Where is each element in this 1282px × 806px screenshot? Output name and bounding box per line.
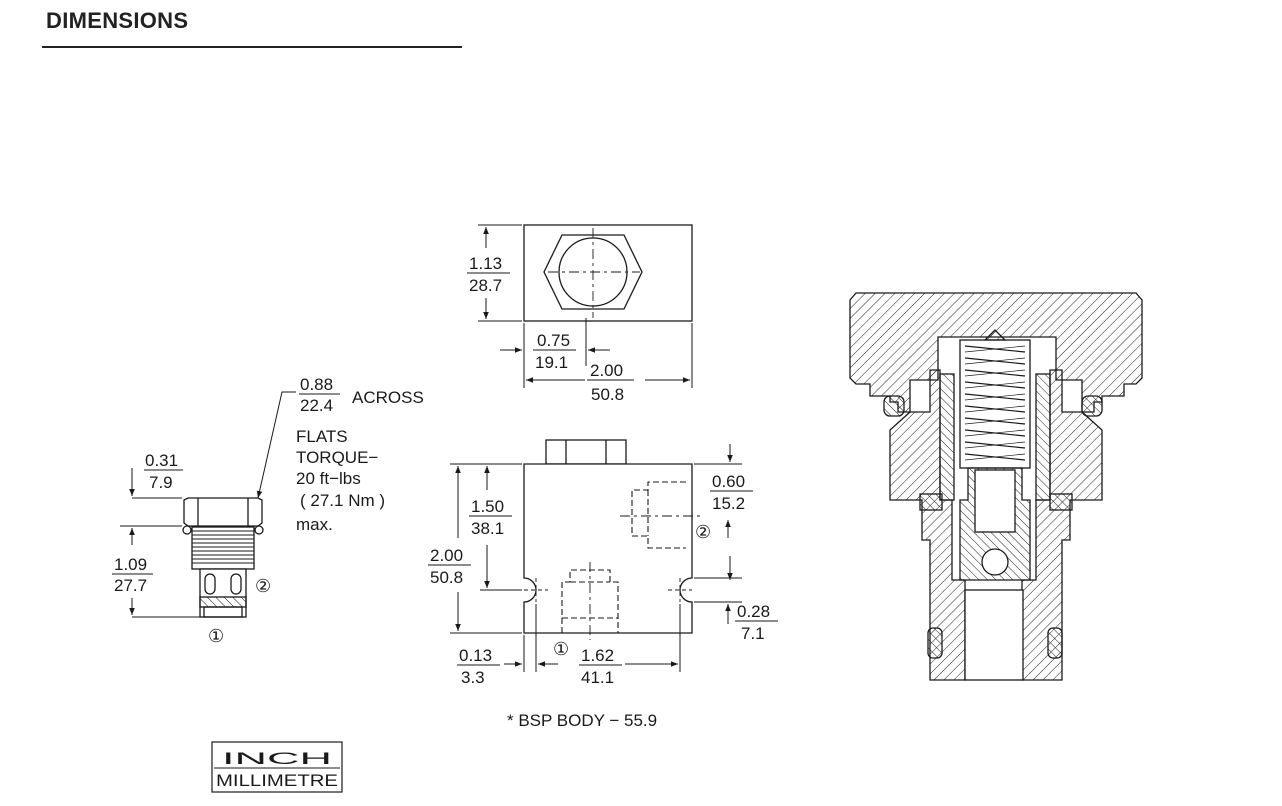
svg-text:0.88: 0.88 (300, 375, 333, 394)
svg-text:1.62: 1.62 (581, 646, 614, 665)
dim-height-1.13: 1.13 28.7 (467, 254, 510, 295)
svg-text:FLATS: FLATS (296, 427, 348, 446)
cartridge-hex (182, 497, 264, 535)
page-title: DIMENSIONS (46, 8, 189, 33)
svg-text:1.13: 1.13 (469, 254, 502, 273)
top-view (478, 224, 693, 388)
section-spring-chamber (959, 339, 1031, 469)
svg-text:1.50: 1.50 (471, 497, 504, 516)
dim-top-0.31: 0.31 7.9 (144, 451, 183, 492)
svg-text:41.1: 41.1 (581, 668, 614, 687)
side-view (120, 391, 296, 618)
svg-text:2.00: 2.00 (430, 546, 463, 565)
dim-width-2.00-top: 2.00 50.8 (587, 361, 634, 404)
legend-inch: INCH (222, 749, 332, 768)
svg-text:TORQUE−: TORQUE− (296, 448, 378, 467)
svg-text:22.4: 22.4 (300, 396, 333, 415)
cartridge-thread (191, 526, 255, 570)
dim-port-height-1.50: 1.50 38.1 (469, 497, 512, 538)
section-sleeve-left (939, 373, 955, 501)
svg-text:50.8: 50.8 (591, 385, 624, 404)
title-underline (42, 46, 462, 48)
svg-text:50.8: 50.8 (430, 568, 463, 587)
svg-text:15.2: 15.2 (712, 494, 745, 513)
svg-text:( 27.1 Nm ): ( 27.1 Nm ) (300, 491, 385, 510)
front-view (450, 439, 742, 672)
header: DIMENSIONS (42, 8, 466, 48)
svg-text:7.9: 7.9 (149, 473, 173, 492)
side-port-1-label: ① (208, 626, 224, 646)
front-port-2-label: ② (695, 522, 711, 542)
hex-callout: 0.88 22.4 ACROSS FLATS TORQUE− 20 ft−lbs… (296, 375, 424, 534)
front-body (523, 463, 693, 634)
top-hex (543, 234, 643, 310)
svg-text:ACROSS: ACROSS (352, 388, 424, 407)
dim-center-0.75: 0.75 19.1 (533, 331, 576, 372)
legend-millimetre: MILLIMETRE (216, 771, 338, 790)
svg-text:1.09: 1.09 (114, 555, 147, 574)
svg-text:28.7: 28.7 (469, 276, 502, 295)
svg-text:2.00: 2.00 (590, 361, 623, 380)
side-port-2-label: ② (255, 576, 271, 596)
cartridge-lower-body (199, 568, 247, 618)
svg-text:0.28: 0.28 (737, 602, 770, 621)
dim-port2-offset-0.60: 0.60 15.2 (710, 472, 753, 513)
svg-text:7.1: 7.1 (741, 624, 765, 643)
units-legend: INCH MILLIMETRE (211, 741, 343, 793)
section-view (849, 292, 1143, 681)
svg-text:max.: max. (296, 515, 333, 534)
dim-mount-offset-0.28: 0.28 7.1 (735, 602, 778, 643)
svg-text:38.1: 38.1 (471, 519, 504, 538)
svg-text:3.3: 3.3 (461, 668, 485, 687)
front-port-1-label: ① (553, 639, 569, 659)
svg-text:0.31: 0.31 (145, 451, 178, 470)
svg-text:0.75: 0.75 (537, 331, 570, 350)
dim-length-1.09: 1.09 27.7 (112, 555, 153, 595)
section-sleeve-right (1035, 373, 1051, 501)
dim-hole-spacing-1.62: 1.62 41.1 (579, 646, 622, 687)
svg-text:0.13: 0.13 (459, 646, 492, 665)
bsp-note: * BSP BODY − 55.9 (507, 711, 657, 730)
svg-text:20 ft−lbs: 20 ft−lbs (296, 469, 361, 488)
section-spring (964, 345, 1026, 461)
dim-edge-0.13: 0.13 3.3 (457, 646, 500, 687)
svg-text:19.1: 19.1 (535, 353, 568, 372)
front-hex (545, 439, 627, 465)
section-bottom-bore (964, 589, 1024, 681)
dim-overall-height-2.00: 2.00 50.8 (428, 546, 471, 587)
svg-text:0.60: 0.60 (712, 472, 745, 491)
section-seals (883, 395, 1103, 659)
svg-text:27.7: 27.7 (114, 576, 147, 595)
